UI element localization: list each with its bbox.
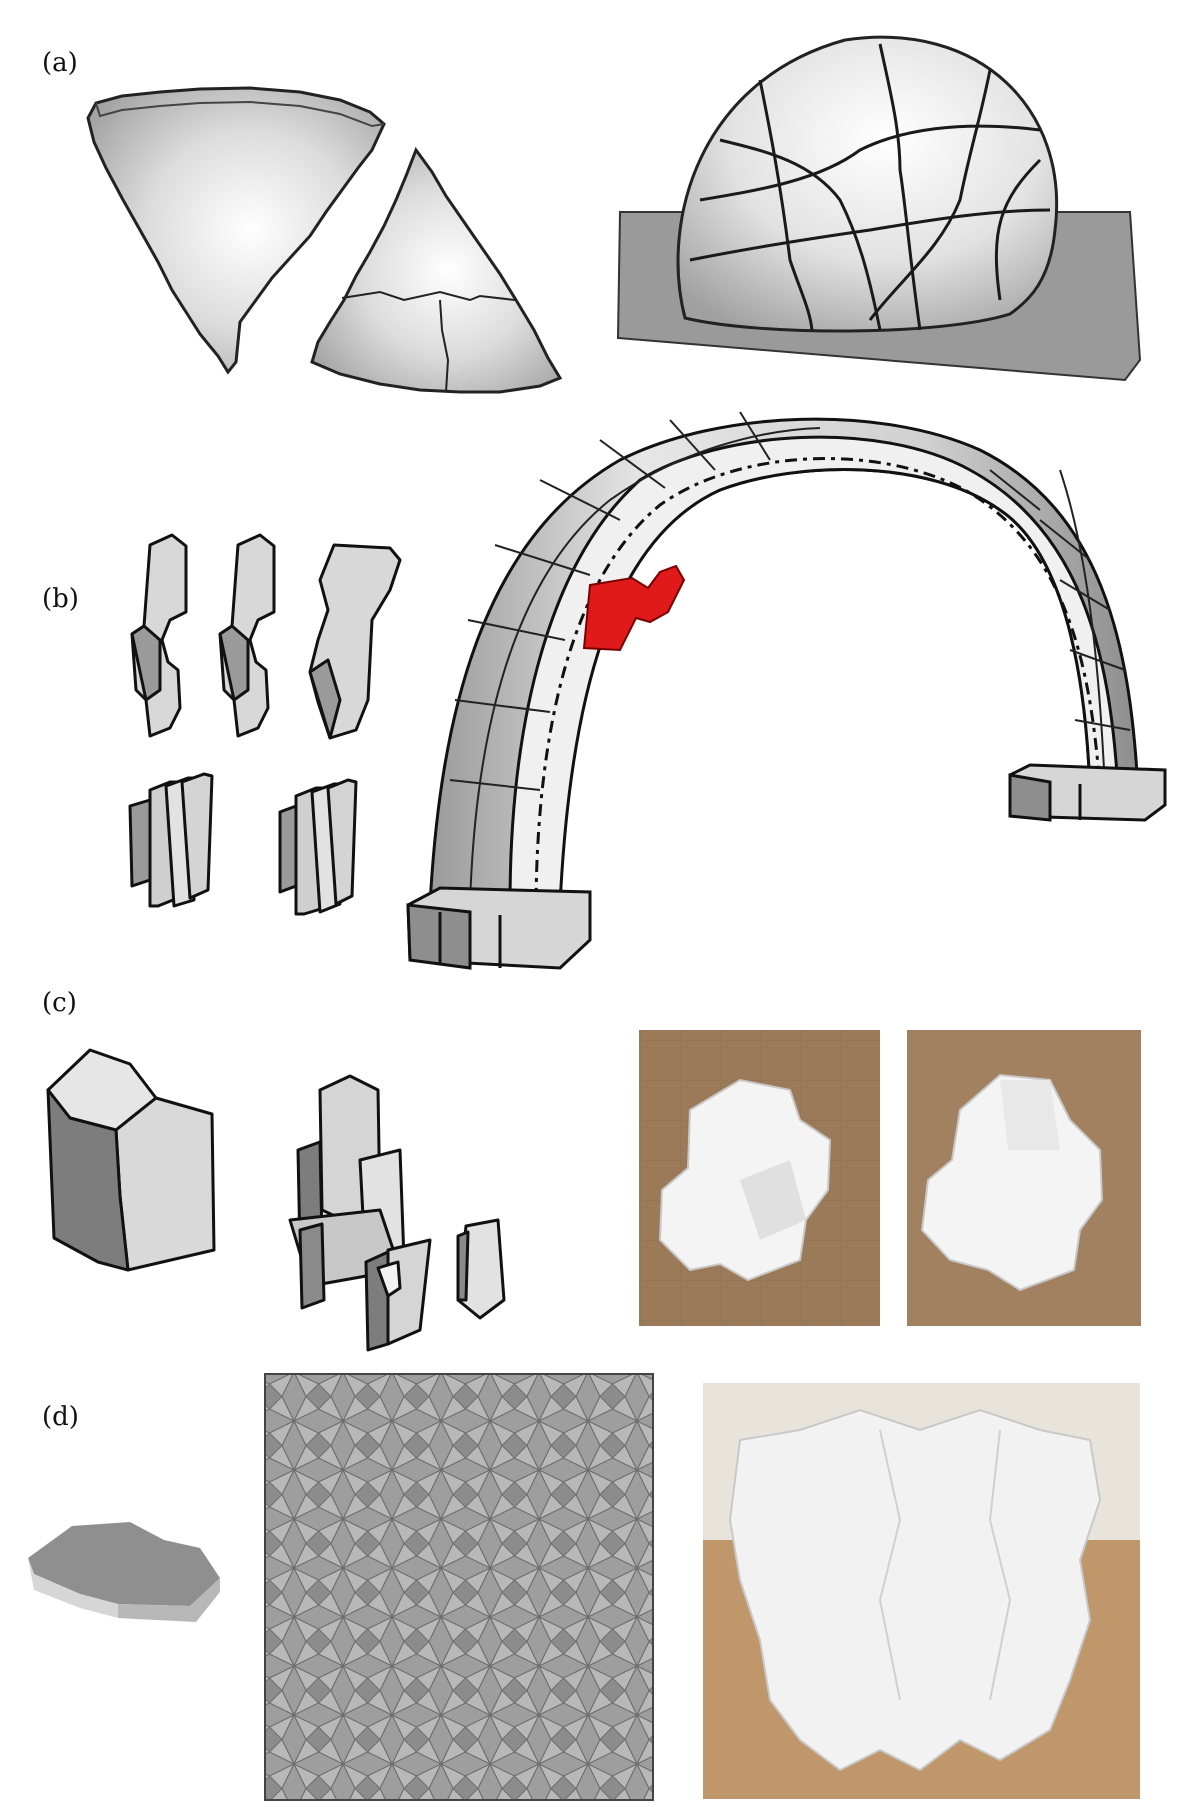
dome-assembly: [616, 35, 1142, 382]
flat-tile-single: [28, 1522, 220, 1622]
arch-assembly: [406, 411, 1167, 970]
panel-a-shell-pieces: [86, 86, 563, 394]
stacked-slab-set-1: [128, 772, 214, 908]
c-block-1: [130, 533, 188, 738]
photo-tile-assembly: [703, 1383, 1140, 1799]
panel-label-c: (c): [42, 988, 77, 1018]
tile-tessellation: [264, 1373, 654, 1801]
highlighted-block: [582, 564, 686, 652]
hexagonal-block-single: [46, 1048, 216, 1272]
panel-label-b: (b): [42, 584, 79, 614]
c-block-3: [308, 543, 402, 740]
arch-base-right: [1008, 763, 1167, 822]
hexagonal-block-stack: [288, 1074, 506, 1352]
dome-shell: [676, 35, 1058, 333]
interlocking-block-set: [128, 533, 402, 916]
panel-label-d: (d): [42, 1402, 79, 1432]
arch-base-left: [406, 886, 592, 970]
panel-label-a: (a): [42, 48, 78, 78]
stacked-slab-set-2: [278, 778, 358, 916]
shell-segment-assembled: [310, 146, 563, 394]
arch-grid-lines: [449, 411, 1131, 906]
shell-segment-large: [86, 86, 386, 375]
photo-hex-block-back: [907, 1030, 1141, 1326]
photo-hex-block-front: [639, 1030, 880, 1326]
dome-joint-lines: [689, 43, 1051, 331]
c-block-2: [218, 533, 276, 738]
